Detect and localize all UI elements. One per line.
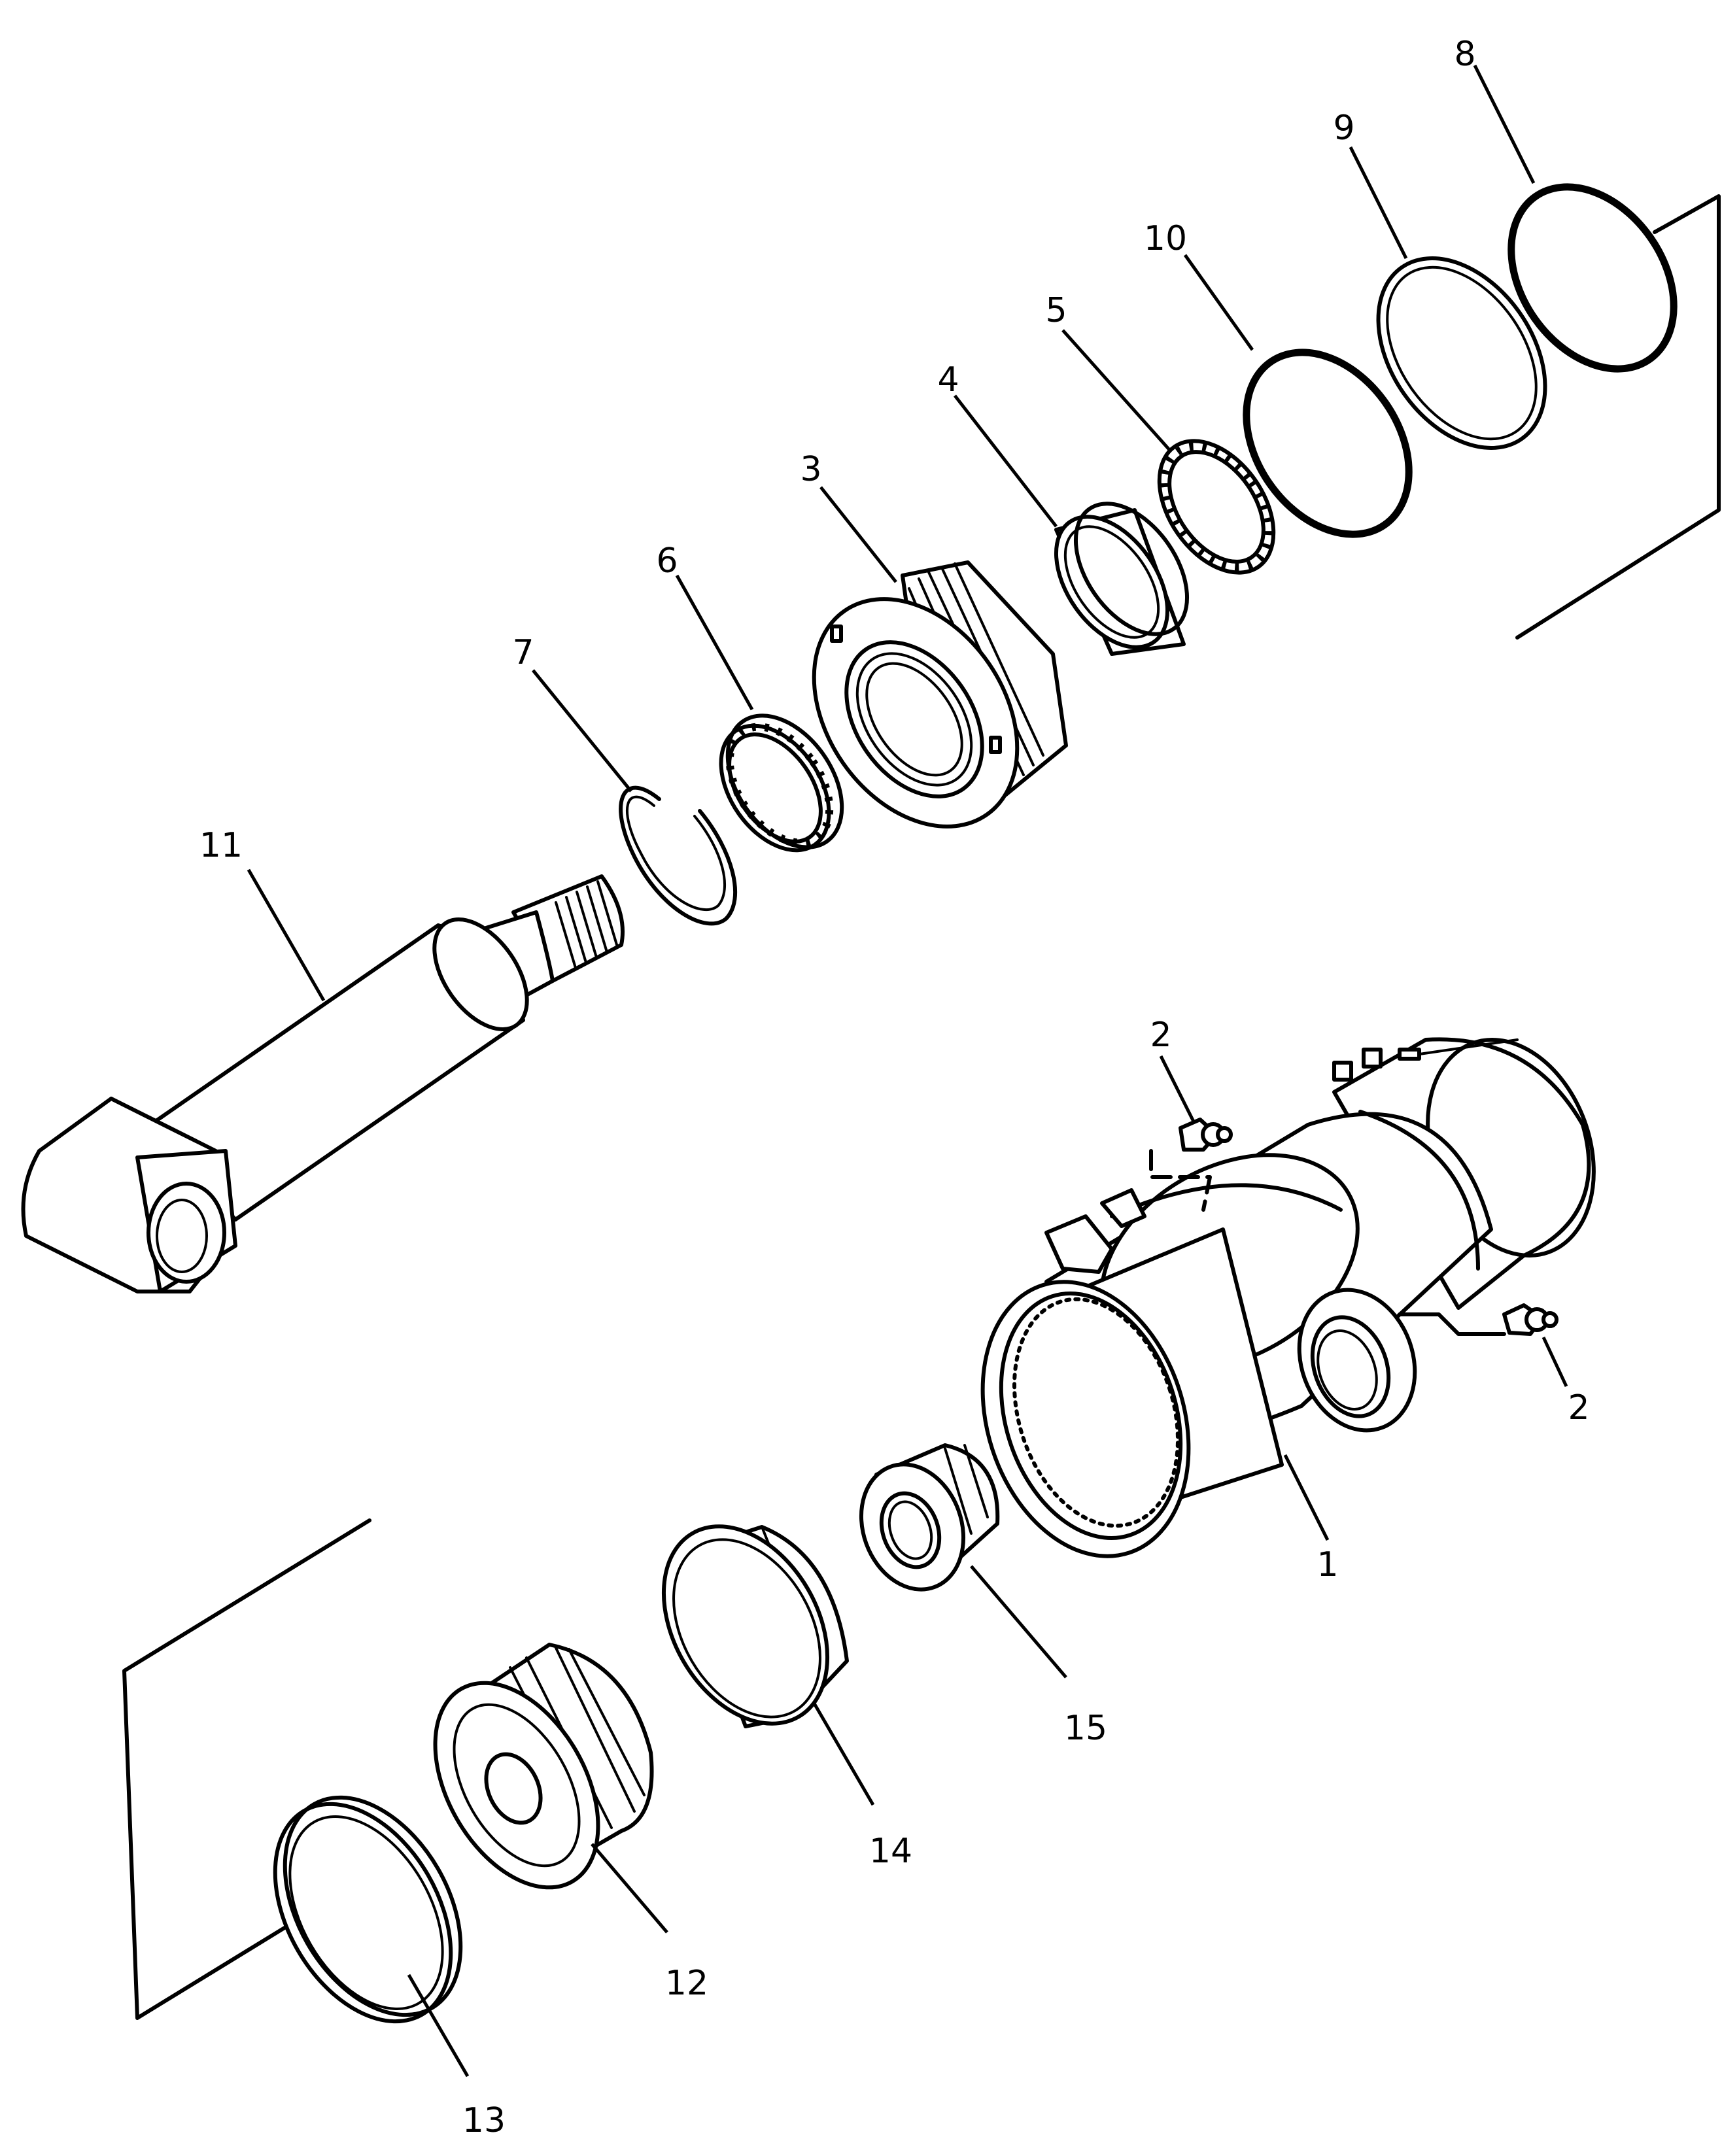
leader-8 <box>1473 64 1536 184</box>
callout-6: 6 <box>656 541 678 581</box>
part-10-o-ring <box>1243 349 1413 538</box>
part-12-piston <box>433 1643 654 1890</box>
callout-13: 13 <box>462 2101 506 2140</box>
upper-group-bracket <box>1515 194 1721 640</box>
leader-11 <box>247 868 326 1002</box>
leader-4 <box>954 394 1058 528</box>
callout-9: 9 <box>1333 109 1354 148</box>
part-15-nut <box>859 1443 1000 1592</box>
part-9-backup-ring <box>1376 256 1547 450</box>
callout-4: 4 <box>937 360 959 400</box>
leader-1 <box>1283 1454 1330 1541</box>
part-1-cylinder-tube <box>980 1037 1596 1558</box>
leader-15 <box>970 1565 1067 1679</box>
callout-5: 5 <box>1045 291 1067 330</box>
leader-13 <box>407 1974 470 2078</box>
callout-3: 3 <box>800 450 821 489</box>
leader-12 <box>591 1843 668 1934</box>
callout-14: 14 <box>869 1832 912 1871</box>
callout-15: 15 <box>1064 1709 1107 1748</box>
part-11-piston-rod <box>21 874 625 1293</box>
part-13-wear-ring <box>273 1795 463 2024</box>
lower-group-bracket <box>122 1518 371 2020</box>
callout-2-lower: 2 <box>1568 1388 1589 1428</box>
part-8-o-ring <box>1507 183 1678 373</box>
leader-2-upper <box>1159 1055 1196 1123</box>
leader-10 <box>1183 254 1254 351</box>
part-6-seal <box>719 713 844 853</box>
callout-7: 7 <box>512 633 534 672</box>
part-3-cylinder-head <box>812 560 1068 829</box>
callout-11: 11 <box>199 826 243 865</box>
part-2-grease-fitting-upper <box>1149 1118 1233 1212</box>
part-5-seal <box>1157 439 1276 575</box>
leader-3 <box>819 486 897 583</box>
leader-14 <box>812 1702 875 1806</box>
part-7-snap-ring <box>619 785 738 926</box>
callout-12: 12 <box>665 1964 708 2003</box>
callout-2-upper: 2 <box>1150 1016 1171 1055</box>
leader-9 <box>1349 146 1408 260</box>
leader-7 <box>532 669 632 793</box>
part-4-bushing <box>1054 502 1190 656</box>
callout-8: 8 <box>1454 35 1475 74</box>
callout-10: 10 <box>1144 219 1187 258</box>
leader-6 <box>675 574 754 711</box>
part-2-grease-fitting-lower <box>1398 1303 1558 1336</box>
callout-1: 1 <box>1317 1545 1338 1584</box>
part-14-bushing <box>661 1524 849 1728</box>
leader-5 <box>1061 329 1172 453</box>
leader-2-lower <box>1541 1336 1568 1388</box>
